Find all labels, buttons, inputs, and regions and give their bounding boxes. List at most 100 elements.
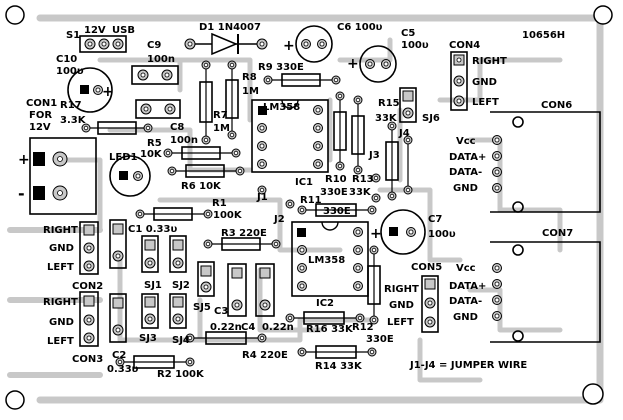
label-r15-value: 33K (375, 113, 398, 124)
label-r1: R1 (212, 198, 227, 209)
led-led1 (109, 155, 151, 197)
label-r17-value: 3.3K (60, 115, 87, 126)
label-d1: D1 1N4007 (199, 22, 261, 33)
label-con1-plus: + (18, 152, 30, 168)
resistor-r5 (163, 146, 241, 160)
label-con6: CON6 (541, 100, 572, 111)
label-c2-value: 0.33υ (107, 364, 139, 375)
label-c3-value: 0.22n (210, 322, 242, 333)
label-c7-value: 100υ (428, 229, 456, 240)
label-con4-right: RIGHT (472, 56, 507, 67)
resistor-r15 (385, 121, 399, 201)
label-r9: R9 330E (258, 62, 304, 73)
label-con2-gnd: GND (49, 243, 74, 254)
label-12v-switch: 12V (84, 25, 106, 36)
label-con7-vcc: Vcc (456, 263, 476, 274)
label-con5: CON5 (411, 262, 442, 273)
mounting-hole-top-right (593, 5, 613, 25)
label-con7-data-minus: DATA- (449, 296, 482, 307)
silkscreen-labels: S1 12V USB D1 1N4007 C6 100υ C5 100υ CON… (18, 22, 573, 380)
capacitor-c1 (109, 219, 127, 269)
label-c9-value: 100n (147, 54, 175, 65)
connector-con7 (490, 241, 601, 343)
wire-jumpers (257, 135, 413, 209)
connector-con6 (490, 111, 601, 213)
label-r6: R6 10K (181, 181, 222, 192)
resistor-r11 (297, 203, 377, 217)
label-r4: R4 220E (242, 350, 288, 361)
label-c2: C2 (112, 350, 126, 361)
connector-con3 (79, 291, 99, 347)
label-r17: R17 (60, 100, 82, 111)
label-con1-for: FOR (29, 110, 52, 121)
label-board-code: 10656H (522, 30, 565, 41)
label-jumper-note: J1-J4 = JUMPER WIRE (409, 360, 527, 371)
label-con5-gnd: GND (389, 300, 414, 311)
label-con2: CON2 (72, 281, 103, 292)
label-r12: R12 (352, 322, 374, 333)
label-r16: R16 33K (306, 324, 354, 335)
mounting-holes (5, 5, 613, 410)
label-r7: R7 (213, 110, 228, 121)
label-j4: J4 (398, 128, 410, 139)
label-c7-plus: + (370, 226, 382, 242)
capacitor-c7 (380, 209, 426, 255)
mounting-hole-bottom-left (5, 390, 25, 410)
label-ic2: IC2 (316, 298, 334, 309)
label-c8-value: 100n (170, 135, 198, 146)
label-r5-value: 10K (140, 149, 163, 160)
ic1-lm358 (251, 99, 329, 173)
jumper-sj3 (141, 293, 159, 329)
label-con2-right: RIGHT (43, 225, 78, 236)
label-c9: C9 (147, 40, 161, 51)
label-c5-plus: + (347, 56, 359, 72)
label-r15: R15 (378, 98, 400, 109)
label-con3-left: LEFT (47, 336, 74, 347)
capacitor-c2 (109, 293, 127, 343)
label-usb-switch: USB (112, 25, 135, 36)
resistor-r14 (297, 345, 377, 359)
label-c6-plus: + (283, 38, 295, 54)
label-c4: C4 (241, 322, 255, 333)
label-c10-plus: + (102, 84, 114, 100)
label-j3: J3 (368, 150, 380, 161)
label-j1: J1 (256, 192, 268, 203)
resistor-r2 (115, 355, 195, 369)
mounting-hole-top-left (5, 5, 25, 25)
ic2-lm358 (291, 221, 369, 297)
connector-con5 (421, 275, 439, 333)
capacitor-c9 (131, 65, 179, 85)
mounting-hole-bottom-right (582, 383, 604, 405)
label-con4-left: LEFT (472, 97, 499, 108)
capacitor-c10 (67, 67, 113, 113)
resistor-r3 (203, 237, 281, 251)
label-ic2-part: LM358 (308, 255, 345, 266)
label-r13-value: 33K (349, 187, 372, 198)
resistor-r9 (263, 73, 341, 87)
jumper-sj4 (169, 293, 187, 329)
label-con2-left: LEFT (47, 262, 74, 273)
resistor-r1 (135, 207, 213, 221)
capacitor-c3 (227, 263, 247, 317)
label-sj3: SJ3 (139, 333, 157, 344)
label-c8: C8 (170, 122, 184, 133)
label-con6-data-plus: DATA+ (449, 152, 486, 163)
label-s1: S1 (66, 30, 80, 41)
switch-s1 (79, 35, 127, 53)
label-c10-value: 100υ (56, 66, 84, 77)
label-c3: C3 (214, 306, 228, 317)
capacitor-c5 (359, 45, 397, 83)
label-con5-right: RIGHT (384, 284, 419, 295)
resistor-r17 (81, 121, 153, 135)
connector-con4 (450, 51, 468, 111)
jumper-sj5 (197, 261, 215, 297)
label-r3: R3 220E (221, 228, 267, 239)
label-con1-minus: - (18, 184, 25, 203)
label-con3-right: RIGHT (43, 297, 78, 308)
label-r10-value: 330E (320, 187, 348, 198)
jumper-sj2 (169, 235, 187, 273)
label-con1-12v: 12V (29, 122, 51, 133)
connector-con2 (79, 221, 99, 275)
